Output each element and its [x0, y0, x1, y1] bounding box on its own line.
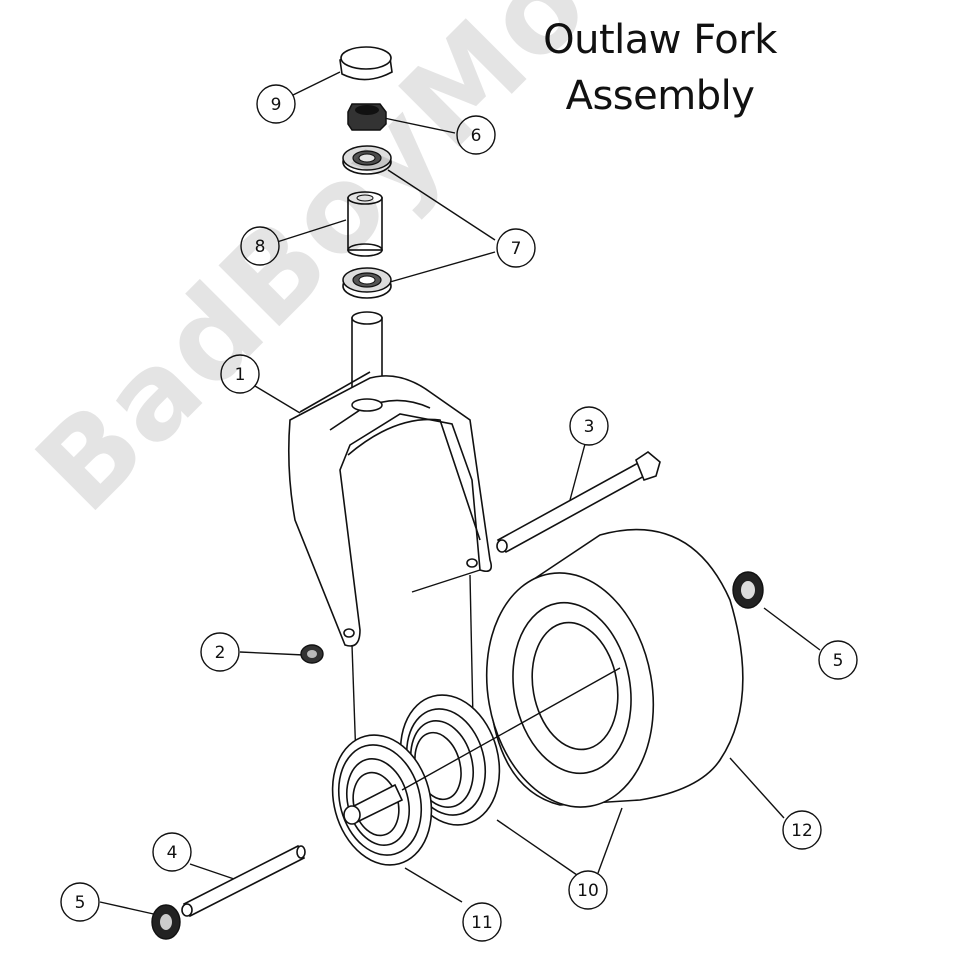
bearing-lower-icon: [342, 267, 392, 299]
svg-text:10: 10: [577, 881, 599, 901]
callout-bubble: 2: [200, 632, 240, 672]
leader-lines: [99, 71, 821, 916]
hex-nut-icon: [347, 103, 387, 131]
tire-icon: [485, 528, 744, 808]
callout-bubble: 6: [456, 115, 496, 155]
cap-icon: [339, 46, 393, 81]
callout-bubble: 3: [569, 406, 609, 446]
callout-bubble: 9: [256, 84, 296, 124]
callout-bubble: 8: [240, 226, 280, 266]
nut-left-icon: [151, 904, 181, 940]
callout-bubble: 1: [220, 354, 260, 394]
svg-text:8: 8: [255, 237, 266, 257]
svg-text:6: 6: [471, 126, 482, 146]
svg-text:9: 9: [271, 95, 282, 115]
callout-bubble: 10: [568, 870, 608, 910]
axle-bolt-icon: [181, 844, 306, 918]
lock-nut-icon: [300, 644, 324, 664]
bearing-icon: [342, 145, 392, 175]
svg-text:5: 5: [833, 651, 844, 671]
fork-icon: [287, 311, 493, 761]
svg-text:11: 11: [471, 913, 493, 933]
callout-bubble: 12: [782, 810, 822, 850]
bolt-icon: [496, 451, 661, 554]
svg-text:2: 2: [215, 643, 226, 663]
callout-bubble: 5: [818, 640, 858, 680]
svg-text:4: 4: [167, 843, 178, 863]
spacer-icon: [347, 191, 383, 257]
svg-text:7: 7: [511, 239, 522, 259]
svg-text:1: 1: [235, 365, 246, 385]
diagram-title: Outlaw Fork: [543, 17, 777, 63]
nut-icon: [732, 571, 764, 609]
callout-bubble: 7: [496, 228, 536, 268]
rim-icon: [331, 667, 621, 866]
callout-bubble: 11: [462, 902, 502, 942]
svg-text:5: 5: [75, 893, 86, 913]
callout-bubble: 5: [60, 882, 100, 922]
diagram-subtitle: Assembly: [565, 73, 755, 119]
callout-bubble: 4: [152, 832, 192, 872]
svg-text:3: 3: [584, 417, 595, 437]
svg-text:12: 12: [791, 821, 813, 841]
